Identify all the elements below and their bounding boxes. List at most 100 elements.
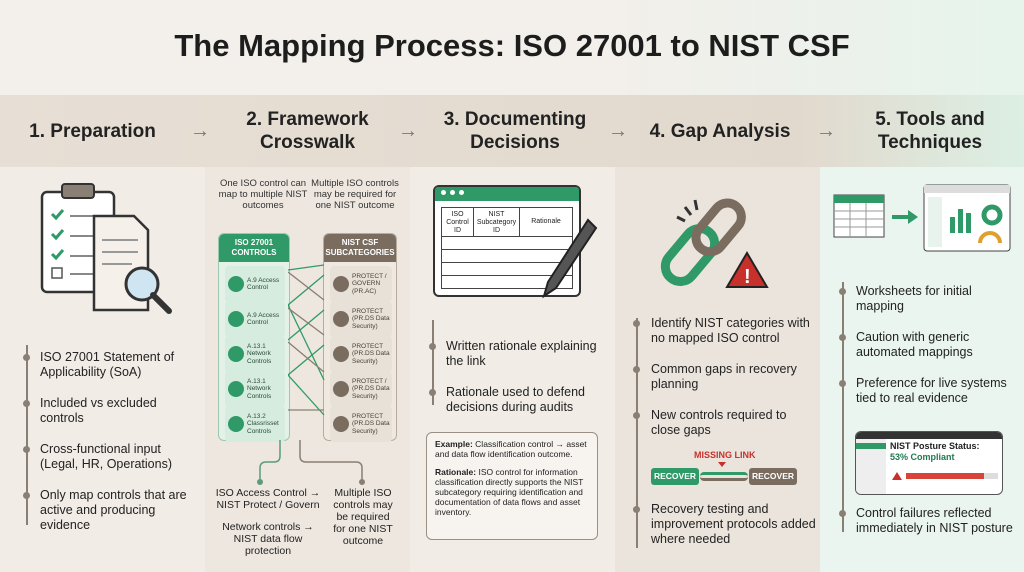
compliance-status: 53% Compliant — [890, 452, 955, 462]
column-gap-analysis — [615, 95, 820, 572]
iso-controls-header: ISO 27001 CONTROLS — [219, 234, 289, 262]
nist-item-label: PROTECT (PR.DS Data Security) — [352, 307, 390, 330]
timeline-line — [432, 320, 434, 405]
column-preparation — [0, 95, 205, 572]
fingerprint-icon — [333, 276, 349, 292]
nist-item-label: PROTECT / (PR.DS Data Security) — [352, 377, 390, 400]
sync-icon — [333, 381, 349, 397]
bullet: Common gaps in recovery planning — [651, 362, 797, 391]
bullet-dot — [839, 334, 846, 341]
spreadsheet-to-dashboard-icon — [833, 184, 1011, 252]
bullet: ISO 27001 Statement of Applicability (So… — [40, 350, 175, 379]
window-titlebar — [435, 187, 579, 201]
clipboard-checklist-magnifier-icon — [40, 183, 172, 314]
crosswalk-note-right: Multiple ISO controls may be required fo… — [311, 178, 399, 211]
iso-control-item: A.9 Access Control — [225, 266, 285, 302]
dashboard-sidebar — [856, 439, 886, 494]
bullet: Cross-functional input (Legal, HR, Opera… — [40, 442, 173, 471]
example-text: Classification control → asset and data … — [435, 439, 587, 459]
iso-control-item: A.13.1 Network Controls — [225, 371, 285, 407]
step-1-header: 1. Preparation — [29, 120, 156, 142]
arrow-right-icon: → — [608, 120, 628, 142]
table-header: ISO Control ID — [442, 208, 474, 236]
broken-chain-icon — [700, 472, 748, 481]
missing-link-label: MISSING LINK — [694, 450, 756, 460]
arrow-right-icon: → — [190, 120, 210, 142]
recover-badge-right: RECOVER — [749, 468, 797, 485]
lock-icon — [228, 311, 244, 327]
step-3-header: 3. Documenting Decisions — [443, 109, 587, 153]
bullet: Included vs excluded controls — [40, 396, 157, 425]
compliance-bar — [906, 473, 998, 479]
bullet-dot — [839, 288, 846, 295]
monitor-icon — [228, 416, 244, 432]
bullet-dot — [633, 366, 640, 373]
posture-dashboard: NIST Posture Status: 53% Compliant — [855, 431, 1003, 495]
example-label: Example: — [435, 439, 473, 449]
svg-text:!: ! — [744, 266, 751, 288]
bullet: Only map controls that are active and pr… — [40, 488, 187, 532]
recover-badge-left: RECOVER — [651, 468, 699, 485]
timeline-line — [26, 345, 28, 525]
bullet: New controls required to close gaps — [651, 408, 787, 437]
iso-control-label: A.13.1 Network Controls — [247, 342, 272, 365]
nist-item-label: PROTECT (PR.DS Data Security) — [352, 412, 390, 435]
bullet-dot — [839, 380, 846, 387]
mapping-arrows — [288, 264, 325, 416]
arrow-right-icon: → — [398, 120, 418, 142]
shield-icon — [333, 311, 349, 327]
table-header: Rationale — [531, 218, 561, 225]
bullet-dot — [633, 320, 640, 327]
nist-item: PROTECT (PR.DS Data Security) — [330, 336, 392, 372]
table-header: NIST Subcategory ID — [474, 208, 520, 236]
nist-subcategories-panel: NIST CSF SUBCATEGORIES PROTECT / GOVERN … — [323, 233, 397, 442]
iso-control-label: A.13.1 Network Controls — [247, 377, 272, 400]
page-title: The Mapping Process: ISO 27001 to NIST C… — [174, 28, 850, 63]
crosswalk-example-2: Network controls → NIST data flow protec… — [222, 521, 314, 557]
broken-chain-warning-icon: ! — [660, 198, 769, 288]
bullet: Written rationale explaining the link — [446, 339, 597, 368]
database-icon — [333, 416, 349, 432]
pen-icon — [542, 218, 598, 299]
iso-control-label: A.9 Access Control — [247, 311, 280, 327]
dashboard-title: NIST Posture Status: — [890, 441, 980, 451]
bullet-dot — [633, 506, 640, 513]
nist-item: PROTECT / (PR.DS Data Security) — [330, 371, 392, 407]
iso-controls-panel: ISO 27001 CONTROLS A.9 Access Control A.… — [218, 233, 290, 442]
crosswalk-note-bottom: Multiple ISO controls may be required fo… — [333, 487, 393, 547]
bullet: Rationale used to defend decisions durin… — [446, 385, 585, 414]
nist-item: PROTECT / GOVERN (PR.AC) — [330, 266, 392, 302]
iso-control-item: A.13.1 Network Controls — [225, 336, 285, 372]
bullet-dot — [633, 412, 640, 419]
shield-icon — [333, 346, 349, 362]
iso-control-label: A.9 Access Control — [247, 276, 280, 292]
bullet: Worksheets for initial mapping — [856, 284, 972, 313]
warning-icon — [892, 472, 902, 480]
network-icon — [228, 346, 244, 362]
example-card: Example: Classification control → asset … — [426, 432, 598, 540]
rationale-label: Rationale: — [435, 467, 477, 477]
nist-item-label: PROTECT / GOVERN (PR.AC) — [352, 272, 387, 295]
bullet: Caution with generic automated mappings — [856, 330, 973, 359]
arrow-right-icon: → — [816, 120, 836, 142]
iso-control-item: A.9 Access Control — [225, 301, 285, 337]
bullet-dot — [429, 389, 436, 396]
nist-item: PROTECT (PR.DS Data Security) — [330, 406, 392, 442]
network-tree-icon — [228, 381, 244, 397]
iso-control-item: A.13.2 Classrisset Controls — [225, 406, 285, 442]
bullet-dot — [429, 343, 436, 350]
steps-band — [0, 95, 1024, 167]
step-2-header: 2. Framework Crosswalk — [246, 109, 369, 153]
bullet-dot — [23, 400, 30, 407]
timeline-line — [636, 318, 638, 548]
bullet: Control failures reflected immediately i… — [856, 506, 1013, 535]
rationale-text: ISO control for information classificati… — [435, 467, 584, 517]
bullet: Preference for live systems tied to real… — [856, 376, 1007, 405]
iso-control-label: A.13.2 Classrisset Controls — [247, 412, 279, 435]
step-5-header: 5. Tools and Techniques — [875, 109, 985, 153]
bullet-dot — [23, 354, 30, 361]
bullet-dot — [23, 492, 30, 499]
bullet-dot — [23, 446, 30, 453]
nist-item: PROTECT (PR.DS Data Security) — [330, 301, 392, 337]
triangle-down-icon — [718, 462, 726, 467]
